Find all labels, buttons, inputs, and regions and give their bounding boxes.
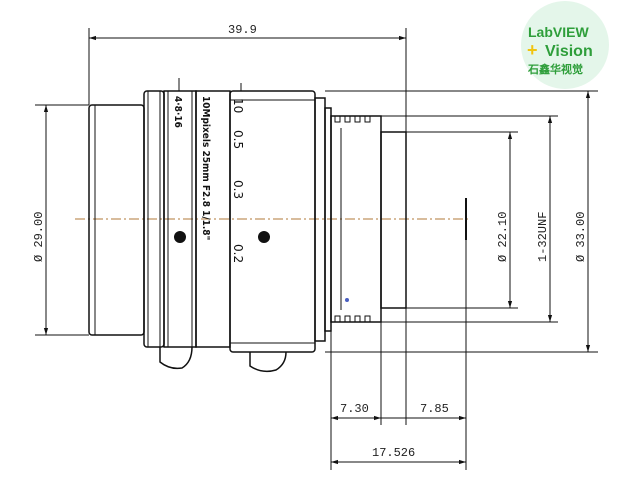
dim-mount-diameter	[406, 131, 518, 309]
front-barrel	[88, 104, 145, 336]
focus-scale-0.5: 0.5	[231, 130, 245, 149]
dim-body-diameter-label: Ø 29.00	[32, 212, 46, 262]
focus-scale-0.2: 0.2	[231, 244, 245, 263]
dim-overall-length-label: 39.9	[228, 23, 257, 37]
logo-vision: Vision	[545, 43, 593, 60]
dim-flange-front-label: 7.30	[340, 402, 369, 416]
dim-max-diameter-label: Ø 33.00	[574, 212, 588, 262]
model-text: 10Mpixels 25mm F2.8 1/1.8"	[200, 96, 211, 240]
iris-lock-screw	[159, 346, 193, 370]
iris-scale-text: 4·8·16	[172, 96, 183, 128]
index-dot	[345, 298, 349, 302]
dim-thread-label: 1-32UNF	[536, 212, 550, 262]
focus-scale-10: 10	[231, 98, 245, 113]
logo-circle	[521, 1, 609, 89]
focus-set-hole	[258, 231, 270, 243]
logo-plus: +	[527, 40, 538, 60]
focus-lock-screw	[249, 351, 287, 373]
dim-mount-diameter-label: Ø 22.10	[496, 212, 510, 262]
c-mount-thread	[330, 115, 382, 323]
dim-max-diameter	[325, 90, 598, 353]
rear-element	[380, 131, 407, 309]
dim-thread	[381, 115, 558, 323]
logo: LabVIEW + Vision 石鑫华视觉	[521, 1, 609, 89]
lens-body	[88, 78, 407, 373]
dim-body-diameter	[35, 104, 89, 336]
dim-flange-back-label: 17.526	[372, 446, 415, 460]
iris-set-hole	[174, 231, 186, 243]
dim-overall-length	[88, 28, 407, 132]
logo-chinese: 石鑫华视觉	[527, 62, 583, 76]
logo-labview: LabVIEW	[528, 24, 589, 40]
focus-scale-0.3: 0.3	[231, 180, 245, 199]
dim-bottom-extensions	[330, 240, 467, 470]
dim-mount-length-label: 7.85	[420, 402, 449, 416]
